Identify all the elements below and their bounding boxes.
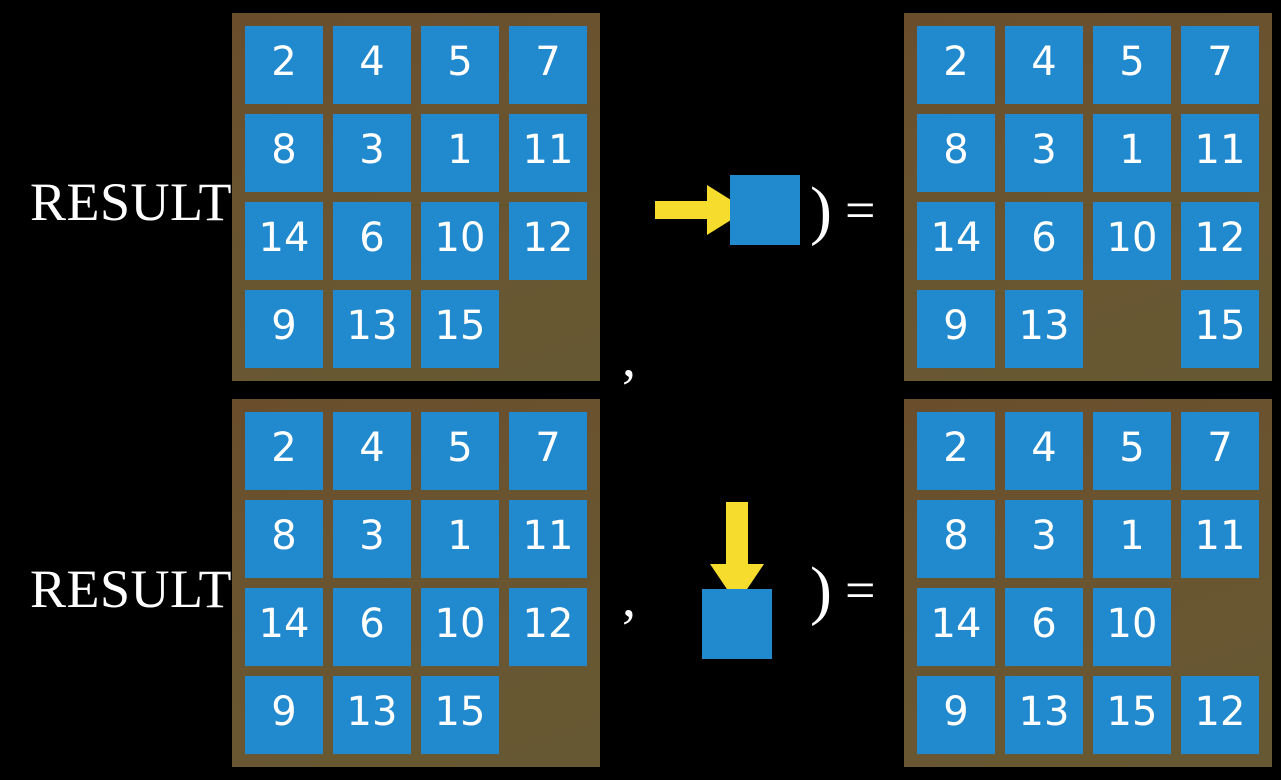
- action-blank-tile-row1: [730, 175, 800, 245]
- row1-before-tile-5[interactable]: 5: [421, 26, 499, 104]
- action-blank-tile-row2: [702, 589, 772, 659]
- row1-before-tile-8[interactable]: 8: [245, 114, 323, 192]
- row2-after-tile-14[interactable]: 14: [917, 588, 995, 666]
- row2-before-tile-14[interactable]: 14: [245, 588, 323, 666]
- row1-before-tile-9[interactable]: 9: [245, 290, 323, 368]
- result-label-row2: RESULT(: [30, 559, 251, 619]
- move-down-arrow-icon: [710, 502, 764, 604]
- comma-separator: ,: [622, 327, 636, 389]
- row2-before-tile-3[interactable]: 3: [333, 500, 411, 578]
- row1-after-tile-8[interactable]: 8: [917, 114, 995, 192]
- row2-before-blank-cell: [509, 676, 587, 754]
- row2-after-tile-8[interactable]: 8: [917, 500, 995, 578]
- row1-before-tile-6[interactable]: 6: [333, 202, 411, 280]
- row1-before-tile-3[interactable]: 3: [333, 114, 411, 192]
- row1-after-tile-15[interactable]: 15: [1181, 290, 1259, 368]
- row2-after-tile-5[interactable]: 5: [1093, 412, 1171, 490]
- row1-before-tile-1[interactable]: 1: [421, 114, 499, 192]
- row2-after-tile-1[interactable]: 1: [1093, 500, 1171, 578]
- row2-after-tile-7[interactable]: 7: [1181, 412, 1259, 490]
- row1-after-tile-2[interactable]: 2: [917, 26, 995, 104]
- row2-after-tile-2[interactable]: 2: [917, 412, 995, 490]
- row2-before-tile-4[interactable]: 4: [333, 412, 411, 490]
- row1-before-tile-12[interactable]: 12: [509, 202, 587, 280]
- row1-after-tile-12[interactable]: 12: [1181, 202, 1259, 280]
- row2-after-tile-9[interactable]: 9: [917, 676, 995, 754]
- row1-before-tile-4[interactable]: 4: [333, 26, 411, 104]
- row2-after-tile-6[interactable]: 6: [1005, 588, 1083, 666]
- row1-after-tile-10[interactable]: 10: [1093, 202, 1171, 280]
- row1-after-tile-7[interactable]: 7: [1181, 26, 1259, 104]
- row1-before-tile-2[interactable]: 2: [245, 26, 323, 104]
- row1-after-tile-11[interactable]: 11: [1181, 114, 1259, 192]
- row1-after-tile-3[interactable]: 3: [1005, 114, 1083, 192]
- row1-after-tile-4[interactable]: 4: [1005, 26, 1083, 104]
- row1-after-blank-cell: [1093, 290, 1171, 368]
- operator-cluster-row2: , ) =: [600, 490, 900, 659]
- row1-before-tile-10[interactable]: 10: [421, 202, 499, 280]
- row1-after-tile-5[interactable]: 5: [1093, 26, 1171, 104]
- close-paren-row2: ): [810, 554, 832, 627]
- row2-after-tile-11[interactable]: 11: [1181, 500, 1259, 578]
- row2-after-tile-3[interactable]: 3: [1005, 500, 1083, 578]
- row2-after-tile-13[interactable]: 13: [1005, 676, 1083, 754]
- row1-before-tile-7[interactable]: 7: [509, 26, 587, 104]
- row2-before-tile-5[interactable]: 5: [421, 412, 499, 490]
- row1-after-tile-13[interactable]: 13: [1005, 290, 1083, 368]
- row2-after-tile-15[interactable]: 15: [1093, 676, 1171, 754]
- row2-before-tile-13[interactable]: 13: [333, 676, 411, 754]
- close-paren-row1: ): [810, 174, 832, 247]
- row1-after-tile-6[interactable]: 6: [1005, 202, 1083, 280]
- row1-before-tile-13[interactable]: 13: [333, 290, 411, 368]
- row2-after-tile-4[interactable]: 4: [1005, 412, 1083, 490]
- equals-sign-row1: =: [845, 180, 876, 240]
- row2-before-tile-8[interactable]: 8: [245, 500, 323, 578]
- row2-before-tile-9[interactable]: 9: [245, 676, 323, 754]
- row2-after-blank-cell: [1181, 588, 1259, 666]
- comma-separator: ,: [622, 567, 636, 629]
- equals-sign-row2: =: [845, 560, 876, 620]
- row2-before-tile-6[interactable]: 6: [333, 588, 411, 666]
- row2-after-tile-10[interactable]: 10: [1093, 588, 1171, 666]
- row2-before-tile-7[interactable]: 7: [509, 412, 587, 490]
- operator-cluster-row1: , ) =: [600, 150, 900, 386]
- row2-before-tile-2[interactable]: 2: [245, 412, 323, 490]
- row1-before-tile-11[interactable]: 11: [509, 114, 587, 192]
- row1-after-tile-9[interactable]: 9: [917, 290, 995, 368]
- result-label-row1: RESULT(: [30, 172, 251, 232]
- row2-before-tile-10[interactable]: 10: [421, 588, 499, 666]
- row1-before-tile-14[interactable]: 14: [245, 202, 323, 280]
- row1-before-tile-15[interactable]: 15: [421, 290, 499, 368]
- row2-before-tile-11[interactable]: 11: [509, 500, 587, 578]
- row1-before-blank-cell: [509, 290, 587, 368]
- row1-after-tile-1[interactable]: 1: [1093, 114, 1171, 192]
- row2-after-tile-12[interactable]: 12: [1181, 676, 1259, 754]
- move-right-arrow-icon: [655, 185, 747, 235]
- row2-before-tile-15[interactable]: 15: [421, 676, 499, 754]
- row2-before-tile-1[interactable]: 1: [421, 500, 499, 578]
- row2-before-tile-12[interactable]: 12: [509, 588, 587, 666]
- row1-after-tile-14[interactable]: 14: [917, 202, 995, 280]
